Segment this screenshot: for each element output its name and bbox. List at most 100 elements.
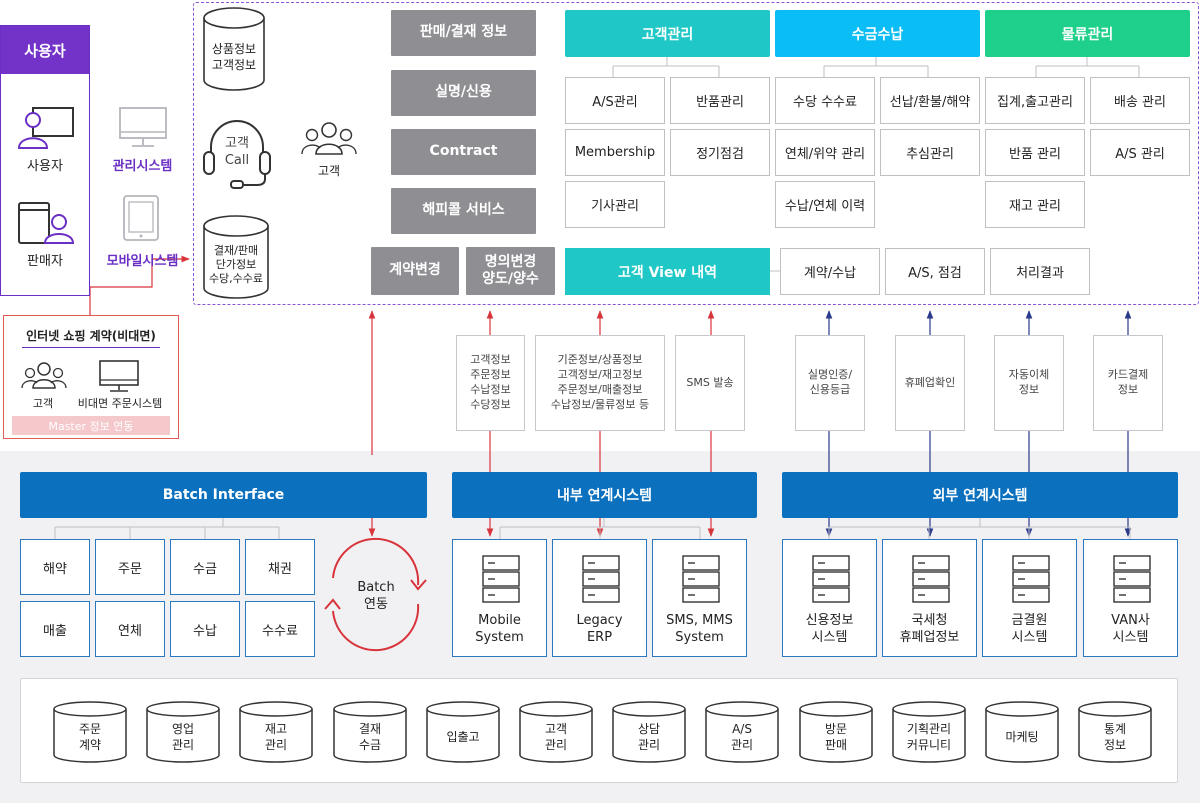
batch-item-payment[interactable]: 수납 [170,601,240,657]
batch-interface-header[interactable]: Batch Interface [20,472,427,518]
view-as-inspection-item[interactable]: A/S, 점검 [885,248,985,295]
realname-credit-box[interactable]: 실명/신용 [391,70,536,116]
regular-inspection-item[interactable]: 정기점검 [670,129,770,176]
monitor-icon [119,107,167,147]
commission-item[interactable]: 수당 수수료 [775,77,875,124]
batch-item-cancel[interactable]: 해약 [20,539,90,595]
as-management-item[interactable]: A/S관리 [565,77,665,124]
marketing-db-label: 마케팅 [1005,730,1039,744]
logistics-management-header[interactable]: 물류관리 [985,10,1190,57]
return-management-item[interactable]: 반품관리 [670,77,770,124]
inventory-management-item[interactable]: 재고 관리 [985,181,1085,228]
area-customer-label: 고객 [317,164,341,178]
mgmt-system-label: 관리시스템 [112,159,173,174]
customer-mgmt-db-label: 고객 관리 [544,722,568,752]
server-icon [912,555,950,603]
payment-collection-db-label: 결재 수금 [358,722,382,752]
logistics-return-item[interactable]: 반품 관리 [985,129,1085,176]
user-label: 사용자 [27,159,63,174]
tablet-icon [123,195,159,241]
membership-item[interactable]: Membership [565,129,665,176]
van-system-label: VAN사 시스템 [1111,613,1150,645]
server-icon [1012,555,1050,603]
aggregation-shipping-item[interactable]: 집계,출고관리 [985,77,1085,124]
sms-mms-system-box[interactable]: SMS, MMS System [652,539,747,657]
sms-mms-system-label: SMS, MMS System [666,613,733,645]
kftc-system-label: 금결원 시스템 [1011,613,1048,645]
online-contract-title: 인터넷 쇼핑 계약(비대면) [26,329,156,343]
seller-label: 판매자 [27,254,63,269]
mobile-system-box[interactable]: Mobile System [452,539,547,657]
happycall-service-box[interactable]: 해피콜 서비스 [391,188,536,234]
headset-icon [203,120,271,189]
in-out-db-label: 입출고 [446,730,480,744]
nts-closure-info-box[interactable]: 국세청 휴폐업정보 [882,539,977,657]
legacy-erp-box[interactable]: Legacy ERP [552,539,647,657]
ownership-transfer-box[interactable]: 명의변경 양도/양수 [466,247,555,295]
logistics-as-item[interactable]: A/S 관리 [1090,129,1190,176]
view-result-item[interactable]: 처리결과 [990,248,1090,295]
order-contract-db-cylinder-icon [53,701,127,763]
technician-management-item[interactable]: 기사관리 [565,181,665,228]
batch-item-order[interactable]: 주문 [95,539,165,595]
batch-item-fee[interactable]: 수수료 [245,601,315,657]
server-icon [1113,555,1151,603]
planning-community-db-label: 기획관리 커뮤니티 [906,722,952,752]
credit-info-system-box[interactable]: 신용정보 시스템 [782,539,877,657]
visit-sales-db-label: 방문 판매 [824,722,848,752]
view-contract-payment-item[interactable]: 계약/수납 [780,248,880,295]
contract-change-box[interactable]: 계약변경 [371,247,459,295]
nts-closure-info-label: 국세청 휴폐업정보 [899,613,960,645]
customer-service-area [193,2,1199,305]
consulting-mgmt-db-cylinder-icon [612,701,686,763]
batch-item-collection[interactable]: 수금 [170,539,240,595]
batch-item-overdue[interactable]: 연체 [95,601,165,657]
batch-cycle-icon [324,537,427,652]
area-customer-group-icon [301,122,357,155]
product-customer-db-label: 상품정보 고객정보 [211,42,257,72]
customer-view-header[interactable]: 고객 View 내역 [565,248,770,295]
inventory-mgmt-db-cylinder-icon [239,701,313,763]
customer-group-icon [21,362,67,389]
sales-payment-info-box[interactable]: 판매/결재 정보 [391,10,536,56]
seller-tablet-icon [18,202,75,244]
batch-cycle-label: Batch 연동 [357,580,395,612]
customer-mgmt-db-cylinder-icon [519,701,593,763]
in-out-db-cylinder-icon [426,701,500,763]
internal-systems-header[interactable]: 내부 연계시스템 [452,472,757,518]
info-card-payment-box: 카드결제 정보 [1093,335,1163,431]
collection-payment-header[interactable]: 수금수납 [775,10,980,57]
overdue-penalty-item[interactable]: 연체/위약 관리 [775,129,875,176]
payment-overdue-history-item[interactable]: 수납/연체 이력 [775,181,875,228]
customer-management-header[interactable]: 고객관리 [565,10,770,57]
external-systems-header[interactable]: 외부 연계시스템 [782,472,1178,518]
info-customer-order-box: 고객정보 주문정보 수납정보 수당정보 [456,335,525,431]
debt-collection-item[interactable]: 추심관리 [880,129,980,176]
consulting-mgmt-db-label: 상담 관리 [637,722,661,752]
as-mgmt-db-label: A/S 관리 [730,722,754,752]
payment-collection-db-cylinder-icon [333,701,407,763]
batch-item-receivable[interactable]: 채권 [245,539,315,595]
prepay-refund-cancel-item[interactable]: 선납/환불/해약 [880,77,980,124]
server-icon [682,555,720,603]
mobile-system-label: Mobile System [475,613,524,645]
info-realname-box: 실명인증/ 신용등급 [795,335,865,431]
product-customer-db-icon [203,7,265,91]
server-icon [812,555,850,603]
kftc-system-box[interactable]: 금결원 시스템 [982,539,1077,657]
batch-item-sales[interactable]: 매출 [20,601,90,657]
mobile-system-label: 모바일시스템 [106,254,179,269]
delivery-management-item[interactable]: 배송 관리 [1090,77,1190,124]
visit-sales-db-cylinder-icon [799,701,873,763]
server-icon [582,555,620,603]
user-panel: 사용자 [0,25,90,296]
online-contract-underline [22,347,160,348]
as-mgmt-db-cylinder-icon [705,701,779,763]
inventory-mgmt-db-label: 재고 관리 [264,722,288,752]
payment-price-db-icon [203,215,269,299]
marketing-db-cylinder-icon [985,701,1059,763]
contract-box[interactable]: Contract [391,129,536,175]
van-system-box[interactable]: VAN사 시스템 [1083,539,1178,657]
sales-mgmt-db-cylinder-icon [146,701,220,763]
info-auto-transfer-box: 자동이체 정보 [994,335,1064,431]
